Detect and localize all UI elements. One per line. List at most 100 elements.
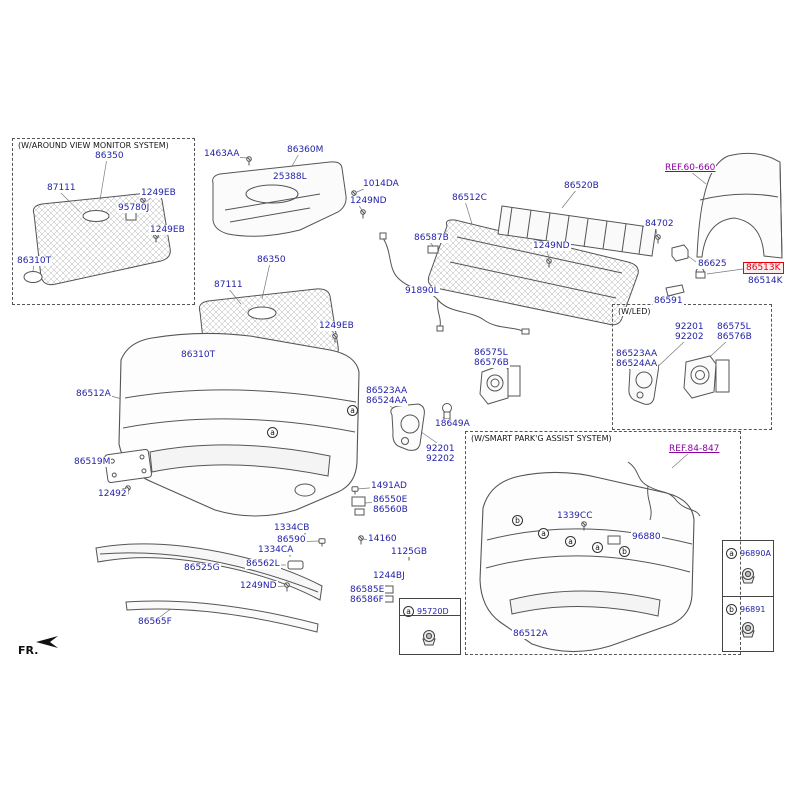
- part-label-86550E[interactable]: 86550E: [372, 495, 409, 505]
- part-label-86575L[interactable]: 86575L: [473, 348, 509, 358]
- part-label-86523AA-led[interactable]: 86523AA: [615, 349, 659, 359]
- smart-park-box-title: (W/SMART PARK'G ASSIST SYSTEM): [470, 434, 613, 443]
- fog-cluster-drawing: [390, 363, 521, 451]
- part-label-1491AD[interactable]: 1491AD: [370, 481, 408, 491]
- part-label-86523AA[interactable]: 86523AA: [365, 386, 409, 396]
- part-label-86525G[interactable]: 86525G: [183, 563, 221, 573]
- part-label-86560B[interactable]: 86560B: [372, 505, 409, 515]
- part-label-14160[interactable]: 14160: [367, 534, 398, 544]
- part-label-96880[interactable]: 96880: [631, 532, 662, 542]
- part-label-92202-led[interactable]: 92202: [674, 332, 705, 342]
- part-label-95780J[interactable]: 95780J: [117, 203, 151, 213]
- part-label-86310T[interactable]: 86310T: [180, 350, 217, 360]
- part-label-1249EB-avm-1[interactable]: 1249EB: [140, 188, 177, 198]
- part-label-86350-avm[interactable]: 86350: [94, 151, 125, 161]
- sensor-box-marker: a: [403, 606, 414, 617]
- fender-drawing: [696, 152, 783, 259]
- upper-cover-drawing: [212, 156, 366, 237]
- legend-marker-b: b: [726, 604, 737, 615]
- avm-grille-drawing: [23, 192, 171, 286]
- part-label-84702[interactable]: 84702: [644, 219, 675, 229]
- part-label-86514K[interactable]: 86514K: [747, 276, 784, 286]
- part-label-1463AA[interactable]: 1463AA: [203, 149, 241, 159]
- part-label-1249EB[interactable]: 1249EB: [318, 321, 355, 331]
- smart-park-bumper-drawing: [479, 461, 701, 653]
- part-label-86625[interactable]: 86625: [697, 259, 728, 269]
- center-grille-drawing: [427, 219, 639, 326]
- led-fog-lamps-drawing: [628, 355, 730, 405]
- part-label-86519M[interactable]: 86519M: [73, 457, 112, 467]
- part-label-1249ND-mid[interactable]: 1249ND: [532, 241, 571, 251]
- callout-marker-smart-4: a: [592, 542, 603, 553]
- part-label-92201[interactable]: 92201: [425, 444, 456, 454]
- part-label-86350[interactable]: 86350: [256, 255, 287, 265]
- part-label-86512A-smart[interactable]: 86512A: [512, 629, 549, 639]
- part-label-86562L[interactable]: 86562L: [245, 559, 281, 569]
- part-label-1249ND-top[interactable]: 1249ND: [349, 196, 388, 206]
- part-label-92201-led[interactable]: 92201: [674, 322, 705, 332]
- part-label-1014DA[interactable]: 1014DA: [362, 179, 400, 189]
- part-label-86585E[interactable]: 86585E: [349, 585, 386, 595]
- part-label-18649A[interactable]: 18649A: [434, 419, 471, 429]
- part-label-1334CA[interactable]: 1334CA: [257, 545, 295, 555]
- led-box: (W/LED): [612, 304, 772, 430]
- part-label-87111-avm[interactable]: 87111: [46, 183, 77, 193]
- part-label-86520B[interactable]: 86520B: [563, 181, 600, 191]
- part-label-91890L[interactable]: 91890L: [404, 286, 440, 296]
- fasteners-drawing: [284, 486, 412, 603]
- part-label-96891[interactable]: 96891: [740, 605, 766, 614]
- part-label-96890A[interactable]: 96890A: [740, 549, 771, 558]
- part-label-86576B-led[interactable]: 86576B: [716, 332, 753, 342]
- smart-park-assist-box: (W/SMART PARK'G ASSIST SYSTEM): [465, 431, 741, 655]
- absorber-drawing: [497, 205, 661, 257]
- part-label-95720D[interactable]: 95720D: [417, 607, 449, 616]
- callout-marker-smart-5: b: [619, 546, 630, 557]
- bumper-cover-drawing: [118, 332, 360, 517]
- callout-marker-bumper-1: a: [267, 427, 278, 438]
- part-label-1125GB[interactable]: 1125GB: [390, 547, 429, 557]
- callout-marker-smart-2: a: [538, 528, 549, 539]
- part-label-86591[interactable]: 86591: [653, 296, 684, 306]
- ref-link-84-847[interactable]: REF.84-847: [668, 444, 721, 454]
- part-label-86590[interactable]: 86590: [276, 535, 307, 545]
- fr-direction-arrow: [36, 636, 58, 648]
- around-view-box-title: (W/AROUND VIEW MONITOR SYSTEM): [17, 141, 170, 150]
- callout-marker-bumper-2: a: [347, 405, 358, 416]
- fender-small-parts-drawing: [665, 244, 706, 297]
- part-label-86310T-avm[interactable]: 86310T: [16, 256, 53, 266]
- part-label-86512A[interactable]: 86512A: [75, 389, 112, 399]
- part-label-25388L[interactable]: 25388L: [272, 172, 308, 182]
- part-label-92202[interactable]: 92202: [425, 454, 456, 464]
- ref-link-60-660[interactable]: REF.60-660: [664, 163, 717, 173]
- part-label-86512C[interactable]: 86512C: [451, 193, 488, 203]
- fr-label: FR.: [18, 644, 39, 657]
- callout-marker-smart-3: a: [565, 536, 576, 547]
- part-label-86586F[interactable]: 86586F: [349, 595, 385, 605]
- license-bracket-drawing: [104, 448, 152, 484]
- part-label-87111[interactable]: 87111: [213, 280, 244, 290]
- part-label-1249EB-avm-2[interactable]: 1249EB: [149, 225, 186, 235]
- part-label-86360M[interactable]: 86360M: [286, 145, 325, 155]
- part-label-1244BJ[interactable]: 1244BJ: [372, 571, 406, 581]
- part-label-1334CB[interactable]: 1334CB: [273, 523, 311, 533]
- part-label-1339CC[interactable]: 1339CC: [556, 511, 594, 521]
- part-label-86524AA-led[interactable]: 86524AA: [615, 359, 659, 369]
- part-label-12492[interactable]: 12492: [97, 489, 128, 499]
- legend-marker-a: a: [726, 548, 737, 559]
- wiring-harness-drawing: [379, 232, 530, 335]
- around-view-monitor-box: (W/AROUND VIEW MONITOR SYSTEM): [12, 138, 195, 305]
- part-label-86575L-led[interactable]: 86575L: [716, 322, 752, 332]
- part-label-1249ND-bot[interactable]: 1249ND: [239, 581, 278, 591]
- part-label-86513K-selected[interactable]: 86513K: [743, 262, 784, 274]
- part-label-86587B[interactable]: 86587B: [413, 233, 450, 243]
- lower-strip-drawing: [125, 600, 319, 633]
- part-label-86576B[interactable]: 86576B: [473, 358, 510, 368]
- lower-lip-drawing: [95, 543, 323, 601]
- part-label-86565F[interactable]: 86565F: [137, 617, 173, 627]
- callout-marker-smart-1: b: [512, 515, 523, 526]
- part-label-86524AA[interactable]: 86524AA: [365, 396, 409, 406]
